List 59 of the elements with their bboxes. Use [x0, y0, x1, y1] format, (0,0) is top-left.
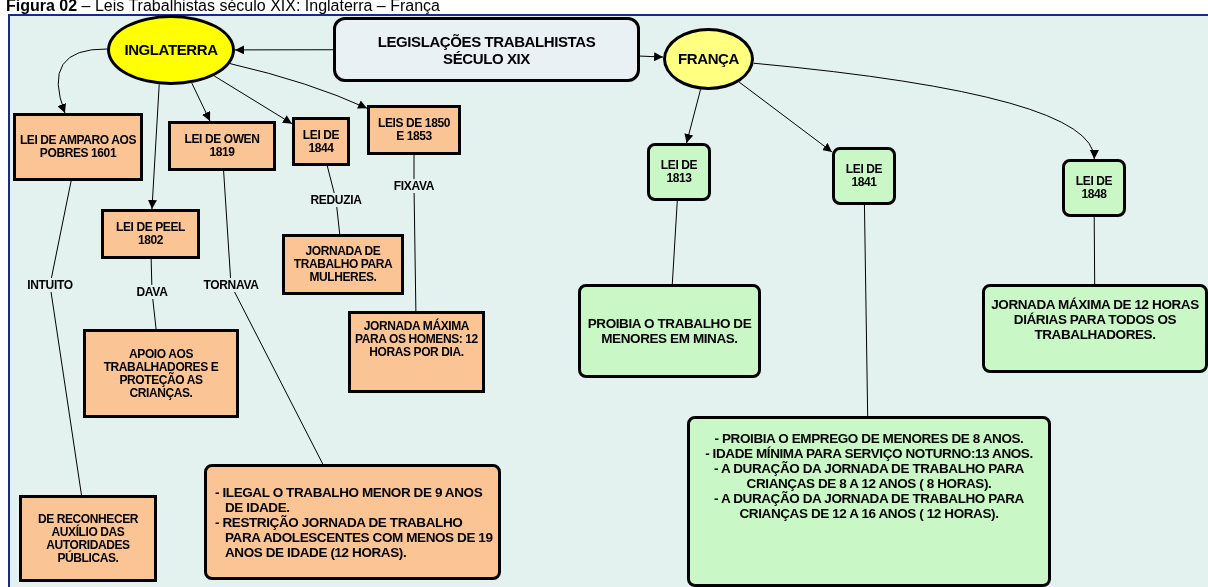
node-text: LEI DE 1813 [659, 159, 699, 185]
law-box [168, 121, 276, 171]
node-text: LEIS DE 1850 E 1853 [377, 117, 451, 143]
edge-label: DAVA [135, 285, 169, 299]
arrow [639, 52, 664, 62]
connector-line [671, 200, 678, 285]
node-text: LEI DE PEEL 1802 [115, 221, 186, 247]
law-box [101, 209, 200, 259]
node-text: LEI DE AMPARO AOS POBRES 1601 [19, 134, 137, 160]
node-text: - A DURAÇÃO DA JORNADA DE TRABALHO PARA CRIANÇAS DE 12 A 16 ANOS ( 12 HORAS). [713, 491, 1025, 521]
law-box [83, 329, 239, 418]
law-box [982, 284, 1208, 373]
connector-line [223, 170, 324, 465]
node-text: - A DURAÇÃO DA JORNADA DE TRABALHO PARA CRIANÇAS DE 8 A 12 ANOS ( 8 HORAS). [713, 461, 1025, 491]
arrow [213, 75, 293, 125]
law-box [1062, 159, 1126, 217]
connector-line [413, 154, 417, 312]
node-text: DE RECONHECER AUXÍLIO DAS AUTORIDADES PÚBLICAS. [36, 512, 140, 565]
node-text: JORNADA MÁXIMA DE 12 HORAS DIÁRIAS PARA TODOS OS TRABALHADORES. [990, 297, 1200, 342]
node-text: - PROIBIA O EMPREGO DE MENORES DE 8 ANOS. [714, 431, 1024, 446]
edge-label: FIXAVA [392, 179, 436, 193]
law-box [13, 113, 143, 181]
title-box [333, 17, 640, 82]
law-box [687, 416, 1051, 587]
law-box [647, 143, 711, 201]
law-box [204, 464, 501, 580]
node-text: - IDADE MÍNIMA PARA SERVIÇO NOTURNO:13 ANOS. [705, 446, 1033, 461]
law-box [348, 311, 485, 393]
node-text: APOIO AOS TRABALHADORES E PROTEÇÃO AS CRIANÇAS. [102, 347, 220, 400]
law-box [367, 105, 461, 155]
figure-caption: Figura 02 – Leis Trabalhistas século XIX: Inglaterra – França [6, 0, 440, 14]
connector-line [49, 180, 82, 496]
node-text: INGLATERRA [124, 42, 218, 58]
arrow [684, 89, 702, 144]
law-box [832, 147, 896, 205]
law-box [292, 117, 350, 166]
node-text: LEI DE 1844 [301, 128, 341, 155]
node-text: PROIBIA O TRABALHO DE MENORES EM MINAS. [586, 316, 753, 346]
node-text: LEI DE OWEN 1819 [183, 133, 261, 159]
edge-label: INTUITO [26, 278, 74, 292]
node-text: - RESTRIÇÃO JORNADA DE TRABALHO PARA ADOLESCENTES COM MENOS DE 19 ANOS DE IDADE (12 HORAS). [215, 514, 494, 560]
node-text: LEI DE 1848 [1074, 175, 1114, 201]
node-text: JORNADA MÁXIMA PARA OS HOMENS: 12 HORAS POR DIA. [354, 320, 479, 359]
edge-label: TORNAVA [202, 278, 260, 292]
arrow [57, 48, 108, 114]
node-text: LEI DE 1841 [844, 163, 884, 189]
edge-label: REDUZIA [309, 193, 363, 207]
law-box [19, 495, 157, 582]
node-text: JORNADA DE TRABALHO PARA MULHERES. [292, 245, 394, 284]
arrow [753, 62, 1097, 160]
node-text: - ILEGAL O TRABALHO MENOR DE 9 ANOS DE IDADE. [215, 484, 484, 515]
arrow [148, 83, 160, 210]
node-text: LEGISLAÇÕES TRABALHISTAS SÉCULO XIX [376, 32, 597, 67]
law-box [578, 284, 761, 378]
connector-line [863, 204, 869, 417]
node-text: FRANÇA [678, 51, 739, 67]
connector-line [1093, 216, 1096, 285]
arrow [234, 45, 334, 55]
law-box [282, 234, 404, 295]
